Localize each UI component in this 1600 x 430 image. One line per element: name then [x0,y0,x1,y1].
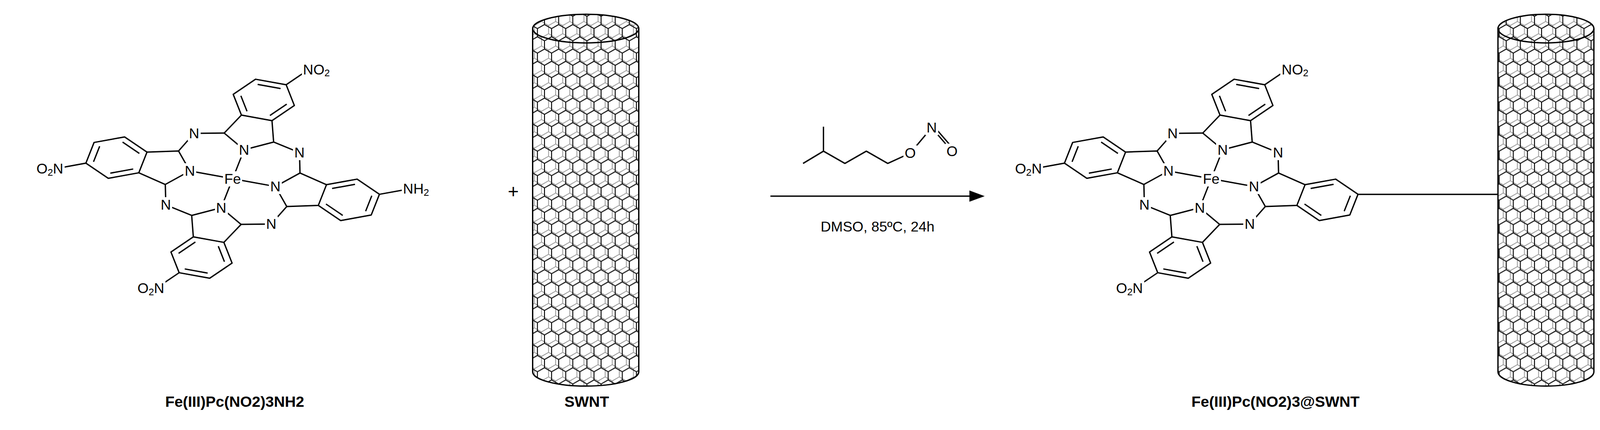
product-phthalocyanine [1034,66,1369,291]
covalent-link-bond [1357,193,1498,195]
nanotube-lattice [1497,14,1594,386]
reaction-conditions: DMSO, 85ºC, 24h [819,218,936,235]
isoindole-top [1158,72,1303,189]
subscript: 2 [47,166,54,178]
atom-label: O2N [136,280,166,296]
atom-label: N [1243,216,1257,232]
isoindole-right [218,143,390,241]
atom-label: N [1162,163,1176,179]
subscript: 2 [423,186,429,198]
atom-label: O [903,145,918,161]
subscript: 2 [1026,166,1032,178]
subscript: 2 [148,286,154,298]
isoindole-bottom [141,169,286,285]
atom-label: N [237,142,251,158]
atom-label: N [1166,125,1180,141]
atom-label: N [925,119,939,136]
atom-label: N [1193,200,1207,216]
atom-label: O2N [35,160,65,177]
subscript: 2 [324,67,330,79]
atom-label: N [159,197,173,213]
lattice-front [1497,14,1594,386]
isoindole-top [180,72,324,189]
atom-label: N [268,178,282,194]
atom-label: O [945,143,960,159]
atom-label: N [1247,178,1261,194]
atom-label: N [214,200,228,216]
atom-label: N [1271,144,1285,161]
nanotube-rim [532,14,639,43]
atom-label: O2N [1114,280,1145,296]
subscript: 2 [1127,286,1133,298]
lattice-front [532,14,639,386]
atom-label: NH2 [401,181,431,197]
lattice-back [1497,14,1594,386]
nanotube-reactant [532,14,639,386]
nanotube-rim [1497,14,1594,43]
reactant-phthalocyanine [55,66,410,291]
compound-name: SWNT [563,393,611,410]
atom-label: NO2 [1280,61,1310,78]
atom-label: Fe [1201,171,1221,187]
compound-name: Fe(III)Pc(NO2)3@SWNT [1190,393,1361,410]
atom-label: N [1216,142,1229,158]
isoindole-bottom [1120,169,1264,285]
arrow-head [969,190,985,202]
plus-sign: + [506,181,521,202]
arrow-shaft [770,195,972,197]
reaction-arrow [770,190,986,202]
nanotube-outline [1497,28,1594,386]
atom-label: NO2 [301,61,332,78]
isoindole-right [1197,143,1369,241]
nanotube-outline [532,28,639,386]
atom-label: N [264,216,278,232]
lattice-back [532,14,639,386]
atom-label: N [1138,197,1151,213]
subscript: 2 [1303,67,1309,79]
compound-name: Fe(III)Pc(NO2)3NH2 [163,393,306,410]
atom-label: N [183,163,197,179]
nanotube-lattice [532,14,639,386]
nanotube-product [1497,14,1594,386]
atom-label: N [292,144,306,161]
atom-label: Fe [222,171,243,187]
atom-label: O2N [1013,160,1044,177]
atom-label: N [187,125,201,141]
